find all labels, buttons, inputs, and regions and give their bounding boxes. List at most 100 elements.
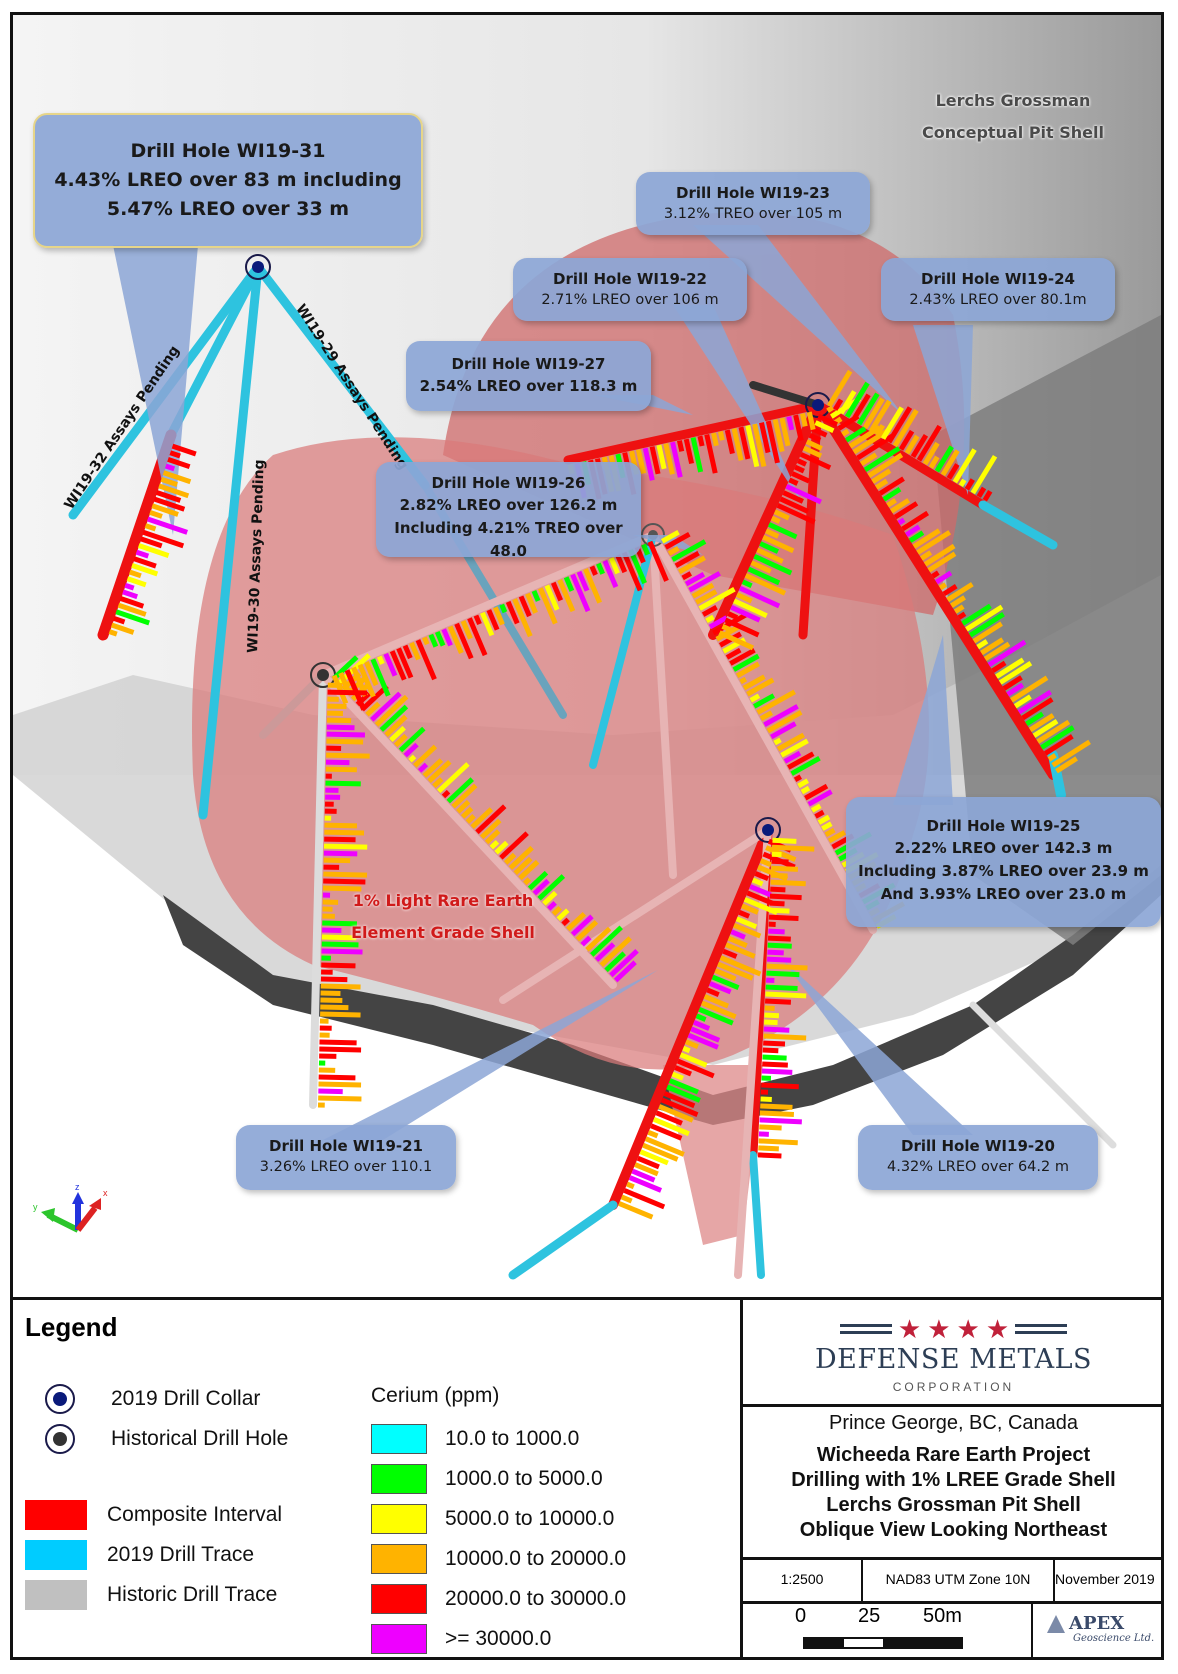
- assay-bar: [856, 392, 880, 426]
- assay-bar: [570, 914, 594, 937]
- assay-bar: [323, 878, 366, 885]
- drill-collar-wi19-31[interactable]: [245, 254, 271, 280]
- 3d-scene: [13, 15, 1161, 1280]
- assay-bar: [704, 434, 718, 474]
- scale-ratio: 1:2500: [743, 1557, 863, 1601]
- callout-wi19-22: Drill Hole WI19-22 2.71% LREO over 106 m: [513, 258, 747, 321]
- assay-bar: [901, 510, 930, 532]
- assay-bar: [961, 603, 992, 626]
- assay-bar: [717, 431, 725, 441]
- cerium-swatch: [371, 1424, 427, 1454]
- assay-bar: [596, 562, 605, 575]
- assay-bar: [892, 409, 919, 448]
- assay-bar: [770, 872, 788, 879]
- assay-bar: [832, 398, 844, 411]
- assay-bar: [738, 426, 751, 460]
- assay-bar: [620, 1194, 633, 1204]
- cerium-heading: Cerium (ppm): [371, 1384, 500, 1407]
- assay-bar: [326, 731, 365, 738]
- assay-bar: [749, 884, 772, 898]
- assay-bar: [700, 1000, 737, 1020]
- assay-bar: [927, 551, 957, 573]
- assay-bar: [684, 1039, 699, 1049]
- assay-bar: [802, 445, 823, 459]
- drill-collar-wi19-20-21-25[interactable]: [755, 817, 781, 843]
- assay-bar: [910, 434, 929, 458]
- assay-bar: [671, 1071, 684, 1081]
- grade-shell-label-line: Element Grade Shell: [351, 923, 535, 942]
- assay-bar: [417, 762, 429, 773]
- assay-bar: [428, 633, 439, 648]
- assay-bar: [797, 458, 807, 467]
- assay-bar: [766, 963, 808, 971]
- assay-bar: [771, 865, 799, 872]
- assay-bar: [155, 490, 182, 503]
- assay-bar: [480, 818, 502, 840]
- assay-bar: [344, 669, 367, 711]
- date: November 2019: [1055, 1571, 1155, 1587]
- callout-wi19-23: Drill Hole WI19-23 3.12% TREO over 105 m: [636, 172, 870, 235]
- assay-bar: [780, 738, 809, 758]
- assay-bar: [776, 503, 816, 525]
- assay-bar: [1043, 734, 1074, 756]
- callout-line: 2.43% LREO over 80.1m: [909, 292, 1087, 308]
- assay-bar: [660, 1097, 699, 1117]
- apex-triangle-icon: [1047, 1615, 1065, 1633]
- assay-bar: [688, 571, 721, 593]
- project-title: Prince George, BC, Canada Wicheeda Rare …: [743, 1404, 1164, 1560]
- assay-bar: [757, 1152, 782, 1159]
- map-frame: [10, 12, 1164, 1660]
- assay-bar: [413, 744, 438, 768]
- assay-bar: [756, 547, 784, 564]
- assay-bar: [436, 762, 470, 794]
- assay-bar: [773, 737, 782, 746]
- assay-bar: [762, 1061, 788, 1068]
- assay-bar: [576, 570, 590, 592]
- assay-bar: [320, 1004, 349, 1011]
- assay-bar: [666, 1084, 701, 1103]
- assay-bar: [838, 390, 857, 415]
- scale-row: 0 25 50m APEX Geoscience Ltd.: [743, 1601, 1164, 1657]
- consultant-logo: APEX Geoscience Ltd.: [1033, 1601, 1164, 1657]
- scale-label: 50m: [923, 1605, 962, 1627]
- assay-bar: [893, 501, 919, 520]
- callout-line: 2.22% LREO over 142.3 m: [894, 839, 1113, 857]
- assay-bar: [759, 541, 780, 554]
- assay-bar: [674, 550, 700, 568]
- axis-label-z: z: [75, 1182, 80, 1192]
- assay-bar: [124, 582, 135, 591]
- assay-bar: [779, 496, 809, 514]
- assay-bar: [860, 452, 878, 467]
- callout-line: 3.12% TREO over 105 m: [663, 206, 843, 222]
- assay-bar: [767, 949, 784, 956]
- assay-bar: [318, 1081, 362, 1088]
- assay-bar: [739, 676, 748, 685]
- assay-bar: [760, 1103, 793, 1110]
- assay-bar: [730, 604, 761, 623]
- assay-bar: [379, 704, 409, 732]
- assay-bar: [898, 429, 915, 451]
- assay-bar: [756, 689, 796, 715]
- assay-bar: [321, 962, 356, 969]
- assay-bar: [494, 840, 509, 855]
- legend-item-cerium-range: >= 30000.0: [371, 1624, 551, 1654]
- assay-bar: [621, 551, 643, 592]
- assay-bar: [738, 585, 781, 609]
- legend-item-2019-collar: 2019 Drill Collar: [25, 1384, 260, 1414]
- assay-bar: [805, 439, 823, 451]
- assay-bar: [749, 693, 761, 703]
- assay-bar: [769, 893, 802, 901]
- assay-bar: [841, 428, 850, 437]
- location: Prince George, BC, Canada: [828, 1412, 1079, 1434]
- assay-bar: [679, 1052, 708, 1068]
- company-logo: ★ ★ ★ ★ DEFENSE METALS CORPORATION: [743, 1300, 1164, 1407]
- assay-bar: [703, 994, 730, 1009]
- assay-bar: [628, 1175, 663, 1193]
- assay-bar: [691, 582, 715, 599]
- assay-bar: [396, 647, 414, 679]
- assay-bar: [649, 446, 661, 475]
- assay-bar: [409, 641, 421, 661]
- assay-bar: [1036, 719, 1071, 744]
- assay-bar: [527, 870, 549, 891]
- assay-bar: [422, 758, 444, 778]
